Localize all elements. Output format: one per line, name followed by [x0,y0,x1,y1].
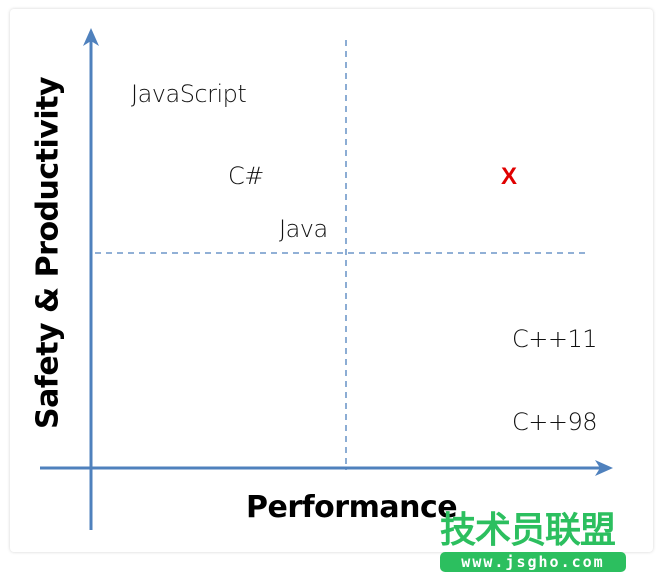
item-java: Java [279,215,328,243]
y-axis-label: Safety & Productivity [30,76,66,430]
watermark-url: www.jsgho.com [440,552,626,572]
item-cpp98: C++98 [512,408,598,436]
diagram-card [10,9,653,552]
y-axis-arrow-icon [83,28,99,46]
item-cpp11: C++11 [512,325,598,353]
x-axis-arrow-icon [595,460,613,476]
item-javascript: JavaScript [131,80,247,108]
item-csharp: C# [228,162,264,190]
x-axis-label: Performance [246,490,458,525]
watermark: 技术员联盟 www.jsgho.com [440,512,626,572]
target-x-marker: X [501,163,518,190]
watermark-title: 技术员联盟 [440,510,616,551]
